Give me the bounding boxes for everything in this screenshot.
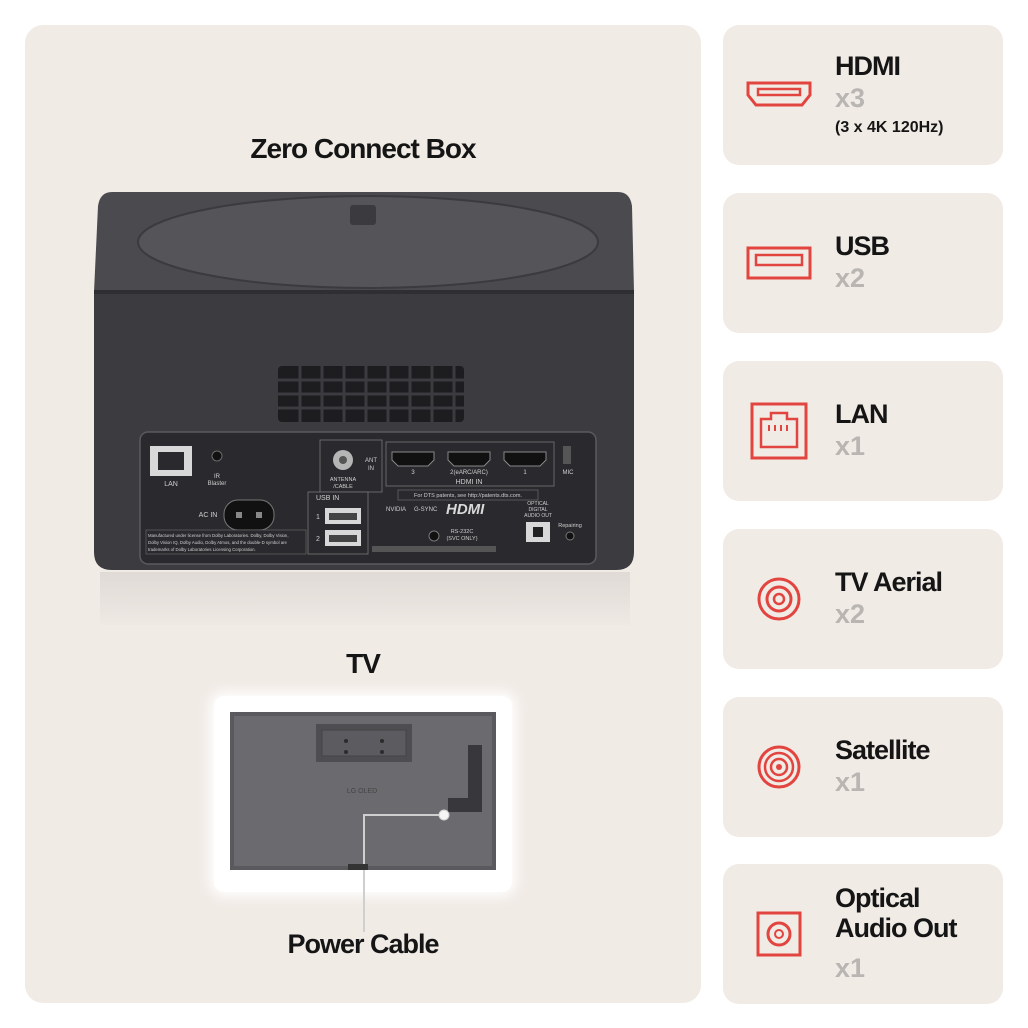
svg-text:HDMI IN: HDMI IN [456,479,483,486]
lan-icon [743,361,815,501]
port-note: (3 x 4K 120Hz) [835,119,944,136]
box-title: Zero Connect Box [250,133,476,164]
port-card-tv-aerial: TV Aerial x2 [723,529,1003,669]
tv-aerial-icon [743,529,815,669]
svg-text:(SVC ONLY): (SVC ONLY) [446,536,477,542]
port-card-usb: USB x2 [723,193,1003,333]
port-name: HDMI [835,51,901,81]
power-cable-label: Power Cable [287,929,439,959]
port-name: TV Aerial [835,567,943,597]
port-name: USB [835,231,890,261]
svg-text:IR: IR [214,474,221,480]
svg-text:RS-232C: RS-232C [451,529,474,535]
svg-text:DIGITAL: DIGITAL [528,507,547,513]
port-card-satellite: Satellite x1 [723,697,1003,837]
svg-text:3: 3 [411,470,415,476]
port-card-lan: LAN x1 [723,361,1003,501]
svg-text:LAN: LAN [164,481,178,488]
svg-text:1: 1 [316,514,320,521]
svg-text:LG OLED: LG OLED [347,788,377,795]
port-count: x1 [835,953,866,983]
svg-text:1: 1 [523,470,527,476]
svg-text:OPTICAL: OPTICAL [527,501,549,507]
port-card-hdmi: HDMI x3 (3 x 4K 120Hz) [723,25,1003,165]
optical-audio-icon [743,864,815,1004]
hdmi-icon [743,25,815,165]
svg-text:HDMI: HDMI [446,501,485,518]
svg-text:ANT: ANT [365,458,377,464]
svg-text:G-SYNC: G-SYNC [414,507,438,513]
device-illustration-panel: Zero Connect Box [25,25,701,1003]
tv-back-image: LG OLED [210,692,516,932]
svg-text:Manufactured under license fro: Manufactured under license from Dolby La… [148,533,289,538]
port-card-optical-audio-out: Optical Audio Out x1 [723,864,1003,1004]
svg-text:USB IN: USB IN [316,495,339,502]
port-name: LAN [835,399,888,429]
svg-text:/CABLE: /CABLE [333,484,353,490]
tv-title: TV [346,648,381,679]
svg-text:AUDIO OUT: AUDIO OUT [524,513,552,519]
svg-text:2(eARC/ARC): 2(eARC/ARC) [450,470,488,476]
port-count: x1 [835,767,866,797]
svg-text:Blaster: Blaster [208,481,227,487]
usb-icon [743,193,815,333]
svg-text:For DTS patents, see http://pa: For DTS patents, see http://patents.dts.… [414,493,522,499]
port-name-line1: Optical [835,883,921,913]
port-name-line2: Audio Out [835,913,957,943]
svg-text:MIC: MIC [563,470,575,476]
svg-text:ANTENNA: ANTENNA [330,477,357,483]
svg-text:trademarks of Dolby Laboratori: trademarks of Dolby Laboratories Licensi… [148,547,256,552]
port-count: x3 [835,83,866,113]
svg-text:Dolby Vision IQ, Dolby Audio,: Dolby Vision IQ, Dolby Audio, Dolby Atmo… [148,540,288,545]
zero-connect-box-image: LAN IR Blaster AC IN Manufactured under … [94,192,634,625]
svg-text:Repairing: Repairing [558,523,582,529]
svg-text:IN: IN [368,466,374,472]
svg-text:2: 2 [316,536,320,543]
port-count: x2 [835,599,866,629]
svg-text:AC IN: AC IN [199,512,218,519]
satellite-icon [743,697,815,837]
port-count: x2 [835,263,866,293]
port-name: Satellite [835,735,931,765]
svg-text:NVIDIA: NVIDIA [386,507,406,513]
port-count: x1 [835,431,866,461]
